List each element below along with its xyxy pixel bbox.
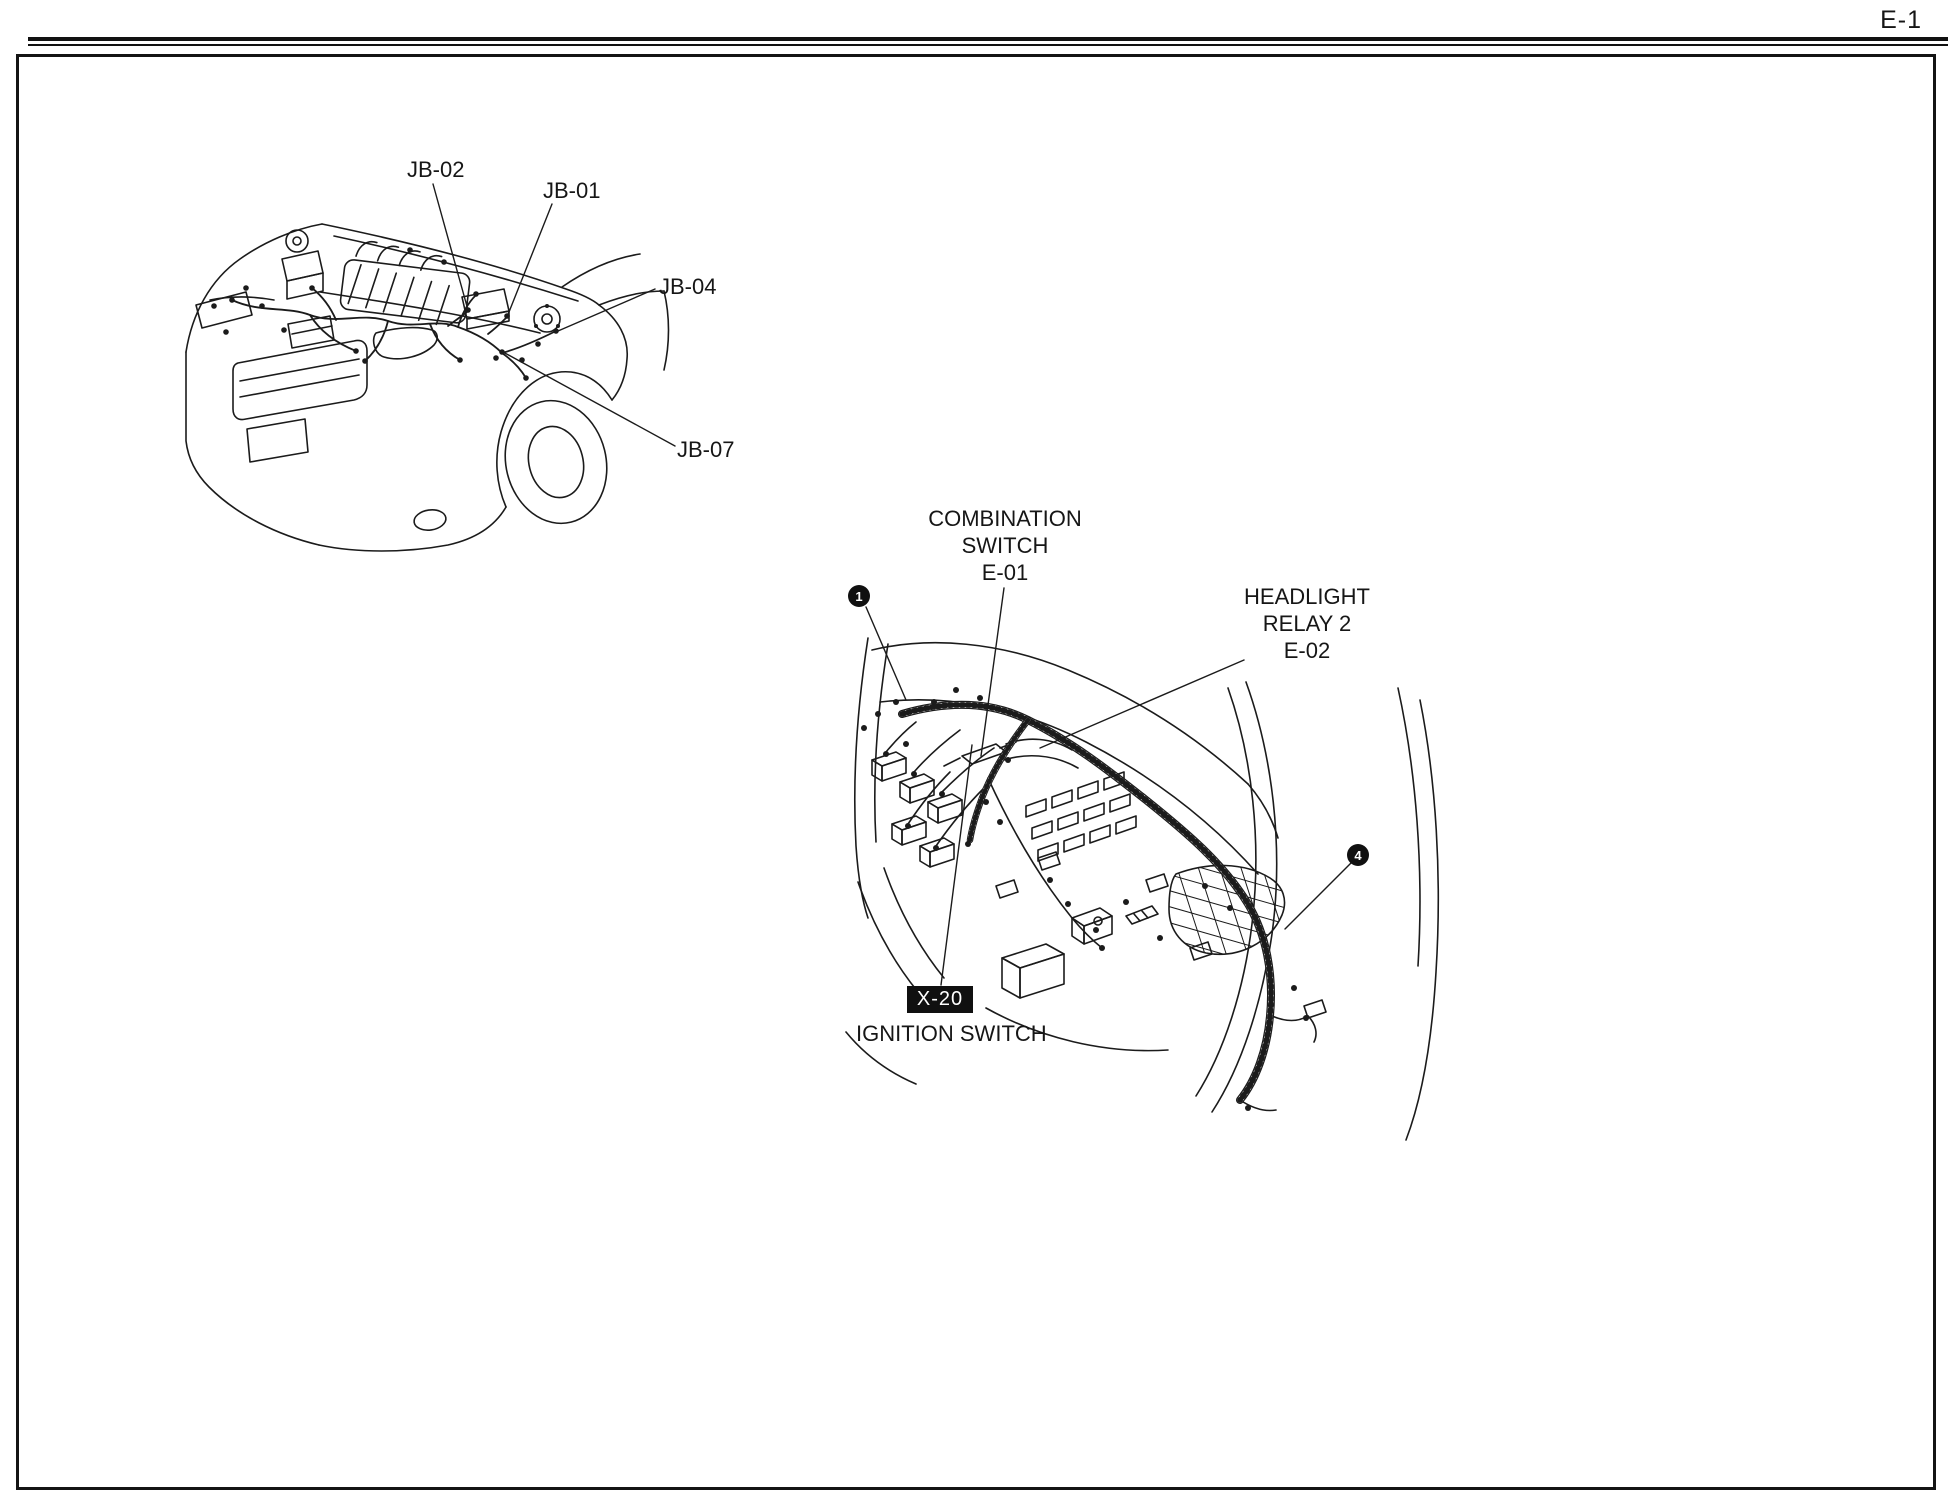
x20-connector-chip: X-20 [907, 986, 973, 1013]
callout-jb04: JB-04 [659, 274, 717, 299]
ignition-switch-label: IGNITION SWITCH [856, 1021, 1047, 1046]
header-rule-bottom [28, 44, 1948, 46]
headlight-relay-line1: HEADLIGHT [1244, 584, 1370, 609]
header-rule-top [28, 37, 1948, 41]
diagram-frame [16, 54, 1936, 1490]
combination-switch-code: E-01 [981, 560, 1029, 585]
combination-switch-line1: COMBINATION [928, 506, 1082, 531]
callout-jb07: JB-07 [677, 437, 735, 462]
headlight-relay-code: E-02 [1283, 638, 1331, 663]
headlight-relay-line2: RELAY 2 [1262, 611, 1352, 636]
combination-switch-line2: SWITCH [961, 533, 1049, 558]
callout-jb01: JB-01 [543, 178, 601, 203]
headlight-relay-label: HEADLIGHT RELAY 2 E-02 [1222, 583, 1392, 664]
callout-jb02: JB-02 [407, 157, 465, 182]
callout-1-marker: 1 [848, 585, 870, 607]
combination-switch-label: COMBINATION SWITCH E-01 [920, 505, 1090, 586]
callout-4-marker: 4 [1347, 844, 1369, 866]
page-number: E-1 [1880, 6, 1922, 34]
